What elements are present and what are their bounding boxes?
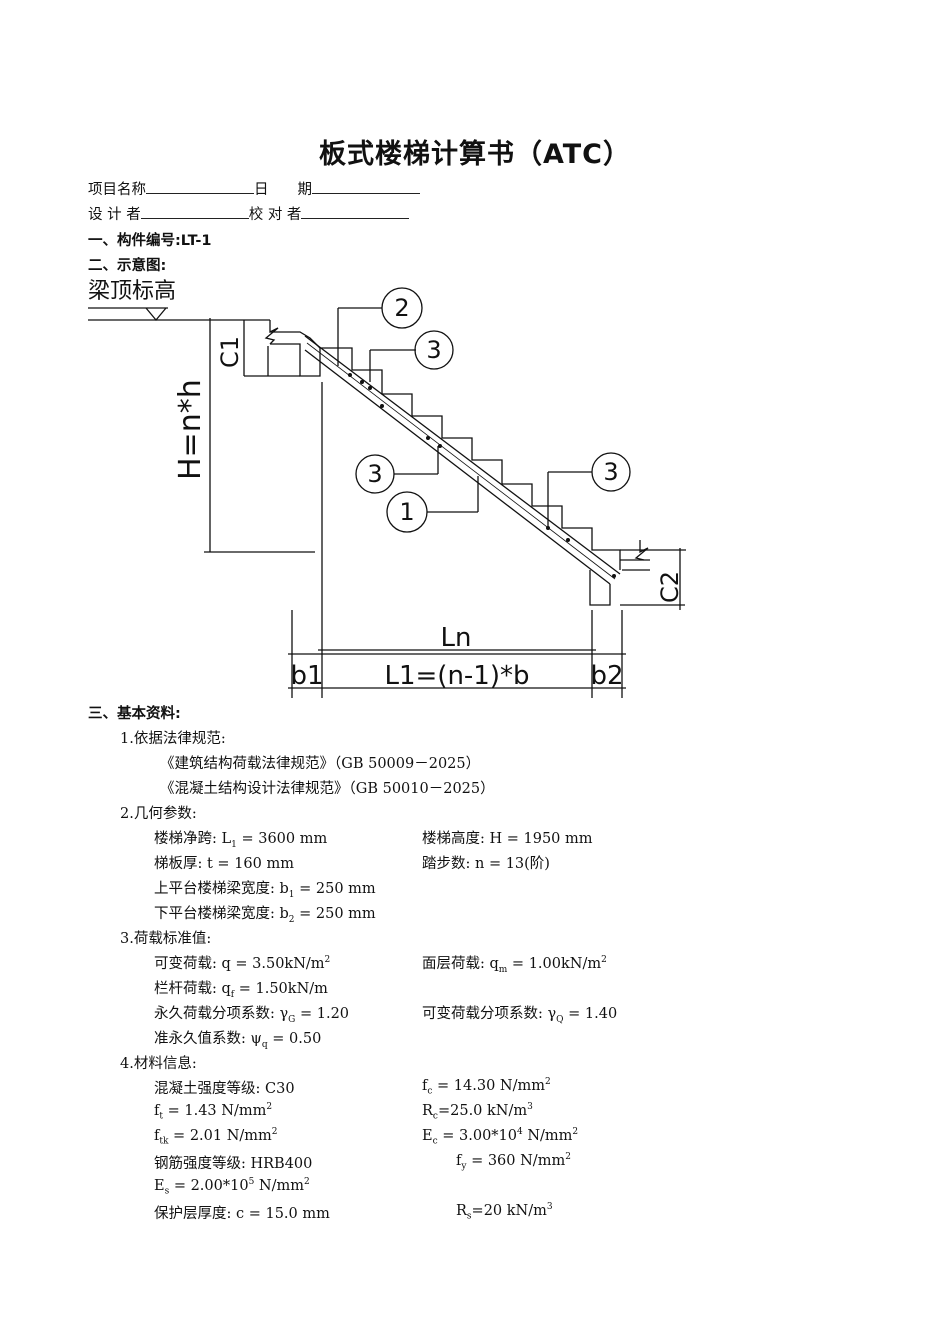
fc-value: fc = 14.30 N/mm2 <box>422 1077 551 1097</box>
loads-heading: 3.荷载标准值: <box>120 931 212 947</box>
checker-label: 校 对 者 <box>248 207 302 223</box>
l1-dim-label: L1=(n-1)*b <box>384 661 529 691</box>
checker-blank <box>301 204 410 219</box>
rc-value: Rc=25.0 kN/m3 <box>422 1102 533 1122</box>
b2-dim-label: b2 <box>590 661 623 691</box>
codes-heading: 1.依据法律规范: <box>120 731 226 747</box>
svg-text:3: 3 <box>603 458 618 486</box>
elevation-marker <box>145 307 167 322</box>
live-load-factor: 可变荷载分项系数: γQ = 1.40 <box>422 1006 618 1025</box>
code-load: 《建筑结构荷载法律规范》（GB 50009－2025） <box>160 756 481 772</box>
designer-label: 设 计 者 <box>88 207 141 223</box>
project-name-row: 项目名称 日 期 <box>88 178 420 199</box>
concrete-grade: 混凝土强度等级: C30 <box>154 1081 295 1097</box>
section-component-id: 一、构件编号:LT-1 <box>88 233 212 249</box>
steel-grade: 钢筋强度等级: HRB400 <box>154 1156 313 1172</box>
cover-thickness: 保护层厚度: c = 15.0 mm <box>154 1206 330 1222</box>
callout-3-upper: 3 <box>369 330 454 382</box>
section-basic-data: 三、基本资料: <box>88 706 181 722</box>
materials-heading: 4.材料信息: <box>120 1056 197 1072</box>
c1-label: C1 <box>216 336 244 368</box>
beam-top-elevation-label: 梁顶标高 <box>88 279 176 304</box>
geometry-heading: 2.几何参数: <box>120 806 197 822</box>
designer-blank <box>140 204 249 219</box>
project-name-label: 项目名称 <box>88 182 146 198</box>
ftk-value: ftk = 2.01 N/mm2 <box>154 1127 278 1147</box>
ft-value: ft = 1.43 N/mm2 <box>154 1102 273 1122</box>
code-concrete: 《混凝土结构设计法律规范》（GB 50010－2025） <box>160 781 495 797</box>
quasi-permanent-factor: 准永久值系数: ψq = 0.50 <box>154 1031 322 1050</box>
callout-1: 1 <box>386 476 479 533</box>
stair-height: 楼梯高度: H = 1950 mm <box>422 831 593 847</box>
ec-value: Ec = 3.00*104 N/mm2 <box>422 1127 579 1147</box>
designer-row: 设 计 者校 对 者 <box>88 203 410 224</box>
date-label: 日 期 <box>254 182 312 198</box>
callout-3-right: 3 <box>547 452 631 528</box>
callout-3-left: 3 <box>355 446 439 494</box>
section-diagram: 二、示意图: <box>88 258 167 274</box>
stair-diagram: 梁顶标高 C1 H=n*h C2 2 3 3 <box>88 279 686 698</box>
es-value: Es = 2.00*105 N/mm2 <box>154 1177 310 1197</box>
svg-text:3: 3 <box>367 460 382 488</box>
fy-value: fy = 360 N/mm2 <box>456 1152 571 1172</box>
railing-load: 栏杆荷载: qf = 1.50kN/m <box>154 981 328 1000</box>
project-name-blank <box>146 179 254 194</box>
clear-span: 楼梯净跨: L1 = 3600 mm <box>154 831 328 850</box>
live-load: 可变荷载: q = 3.50kN/m2 <box>154 955 331 972</box>
callout-2: 2 <box>337 287 423 366</box>
slab-thickness: 梯板厚: t = 160 mm <box>154 856 294 872</box>
dead-load-factor: 永久荷载分项系数: γG = 1.20 <box>154 1006 350 1025</box>
rebar-dots <box>348 373 616 578</box>
c2-label: C2 <box>656 571 684 603</box>
upper-beam-width: 上平台楼梯梁宽度: b1 = 250 mm <box>154 881 376 900</box>
svg-text:2: 2 <box>394 294 409 322</box>
lower-beam-width: 下平台楼梯梁宽度: b2 = 250 mm <box>154 906 376 925</box>
date-blank <box>312 179 420 194</box>
b1-dim-label: b1 <box>290 661 323 691</box>
svg-text:1: 1 <box>399 498 414 526</box>
document-title: 板式楼梯计算书（ATC） <box>318 139 632 170</box>
step-count: 踏步数: n = 13(阶) <box>422 856 550 872</box>
svg-text:3: 3 <box>426 336 441 364</box>
finish-load: 面层荷载: qm = 1.00kN/m2 <box>422 955 607 975</box>
height-label: H=n*h <box>173 379 208 480</box>
ln-label: Ln <box>441 623 472 653</box>
rs-value: Rs=20 kN/m3 <box>456 1202 553 1222</box>
